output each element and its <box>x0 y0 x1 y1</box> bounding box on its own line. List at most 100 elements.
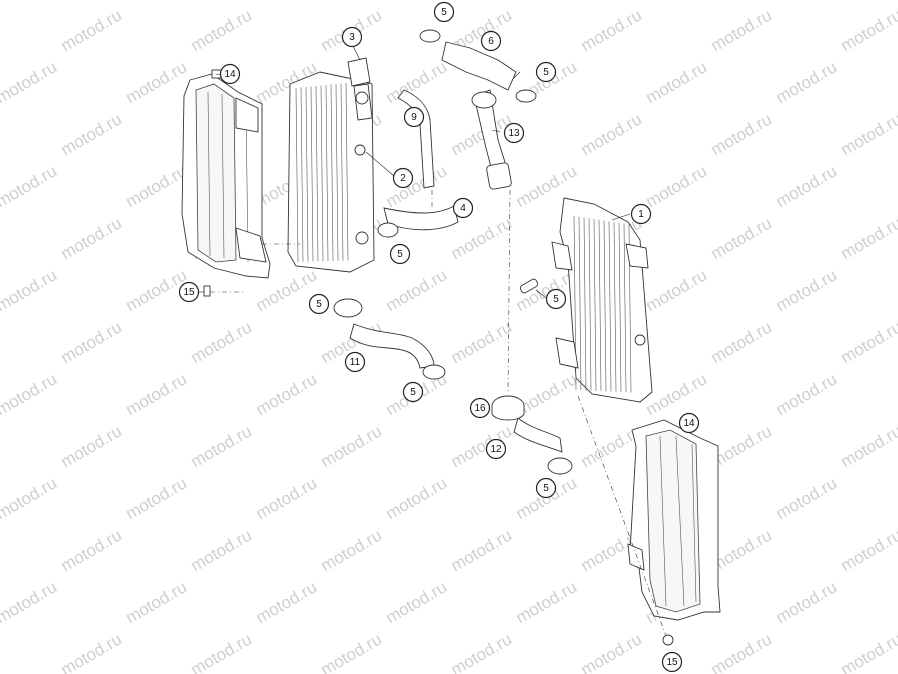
callout-5: 5 <box>535 61 557 83</box>
callout-14: 14 <box>678 412 700 434</box>
right-radiator <box>551 197 653 403</box>
callout-label: 12 <box>490 444 502 455</box>
radiator-fin <box>305 86 309 262</box>
watermark-text: motod.ru <box>123 369 191 419</box>
radiator-fin <box>593 218 597 391</box>
callout-label: 15 <box>666 657 678 668</box>
watermark-text: motod.ru <box>838 213 898 263</box>
radiator-fin <box>623 223 627 393</box>
radiator-fin <box>618 222 622 393</box>
watermark-text: motod.ru <box>58 109 126 159</box>
callout-6: 6 <box>480 30 502 52</box>
watermark-text: motod.ru <box>318 525 386 575</box>
watermark-text: motod.ru <box>708 213 776 263</box>
watermark-text: motod.ru <box>578 629 646 674</box>
watermark-text: motod.ru <box>0 0 60 3</box>
watermark-text: motod.ru <box>773 369 841 419</box>
callout-13: 13 <box>503 122 525 144</box>
watermark-text: motod.ru <box>0 161 60 211</box>
radiator-fin <box>603 220 607 392</box>
watermark-text: motod.ru <box>708 629 776 674</box>
callout-label: 2 <box>400 173 406 184</box>
watermark-text: motod.ru <box>0 577 60 627</box>
watermark-text: motod.ru <box>578 5 646 55</box>
watermark-text: motod.ru <box>773 473 841 523</box>
watermark-text: motod.ru <box>643 161 711 211</box>
watermark-text: motod.ru <box>0 265 60 315</box>
watermark-text: motod.ru <box>643 0 711 3</box>
callout-label: 13 <box>508 128 520 139</box>
watermark-text: motod.ru <box>708 109 776 159</box>
watermark-text: motod.ru <box>773 265 841 315</box>
watermark-text: motod.ru <box>123 57 191 107</box>
left-radiator <box>287 57 375 273</box>
callout-16: 16 <box>469 397 491 419</box>
callout-12: 12 <box>485 438 507 460</box>
watermark-text: motod.ru <box>708 5 776 55</box>
watermark-text: motod.ru <box>58 213 126 263</box>
callout-1: 1 <box>630 203 652 225</box>
callout-5: 5 <box>433 1 455 23</box>
callout-15: 15 <box>178 281 200 303</box>
watermark-text: motod.ru <box>188 525 256 575</box>
watermark-text: motod.ru <box>513 577 581 627</box>
radiator-fin <box>330 84 334 261</box>
callout-label: 5 <box>543 483 549 494</box>
watermark-text: motod.ru <box>838 5 898 55</box>
radiator-fin <box>310 86 314 262</box>
watermark-text: motod.ru <box>58 5 126 55</box>
callout-label: 5 <box>543 67 549 78</box>
watermark-text: motod.ru <box>383 473 451 523</box>
assembly-lines <box>210 189 667 637</box>
watermark-text: motod.ru <box>253 0 321 3</box>
callout-4: 4 <box>452 197 474 219</box>
watermark-text: motod.ru <box>253 473 321 523</box>
watermark-text: motod.ru <box>383 577 451 627</box>
callout-9: 9 <box>403 106 425 128</box>
watermark-text: motod.ru <box>773 57 841 107</box>
callout-5: 5 <box>535 477 557 499</box>
callout-label: 15 <box>183 287 195 298</box>
hoses <box>349 41 563 453</box>
callout-label: 14 <box>683 418 695 429</box>
callout-label: 1 <box>638 209 644 220</box>
watermark-text: motod.ru <box>838 317 898 367</box>
watermark-text: motod.ru <box>318 629 386 674</box>
right-radiator-shroud <box>627 419 721 621</box>
watermark-text: motod.ru <box>838 109 898 159</box>
watermark-text: motod.ru <box>773 577 841 627</box>
watermark-text: motod.ru <box>708 317 776 367</box>
radiator-fin <box>608 221 612 392</box>
callout-3: 3 <box>341 26 363 48</box>
watermark-text: motod.ru <box>188 629 256 674</box>
watermark-text: motod.ru <box>0 57 60 107</box>
callout-5: 5 <box>389 243 411 265</box>
watermark-text: motod.ru <box>58 317 126 367</box>
callout-label: 5 <box>553 294 559 305</box>
watermark-text: motod.ru <box>838 525 898 575</box>
watermark-text: motod.ru <box>253 577 321 627</box>
callout-label: 16 <box>474 403 486 414</box>
callout-label: 14 <box>224 69 236 80</box>
watermark-text: motod.ru <box>58 421 126 471</box>
radiator-fin <box>320 85 324 262</box>
watermark-text: motod.ru <box>253 369 321 419</box>
callout-label: 4 <box>460 203 466 214</box>
callout-label: 5 <box>316 299 322 310</box>
callout-label: 5 <box>397 249 403 260</box>
radiator-fin <box>583 217 587 391</box>
callout-14: 14 <box>219 63 241 85</box>
watermark-text: motod.ru <box>578 109 646 159</box>
watermark-text: motod.ru <box>0 473 60 523</box>
watermark-text: motod.ru <box>123 577 191 627</box>
watermark-text: motod.ru <box>188 317 256 367</box>
left-radiator-shroud <box>181 69 271 279</box>
watermark-text: motod.ru <box>448 525 516 575</box>
callout-2: 2 <box>392 167 414 189</box>
watermark-text: motod.ru <box>58 525 126 575</box>
watermark-text: motod.ru <box>643 369 711 419</box>
callout-5: 5 <box>545 288 567 310</box>
